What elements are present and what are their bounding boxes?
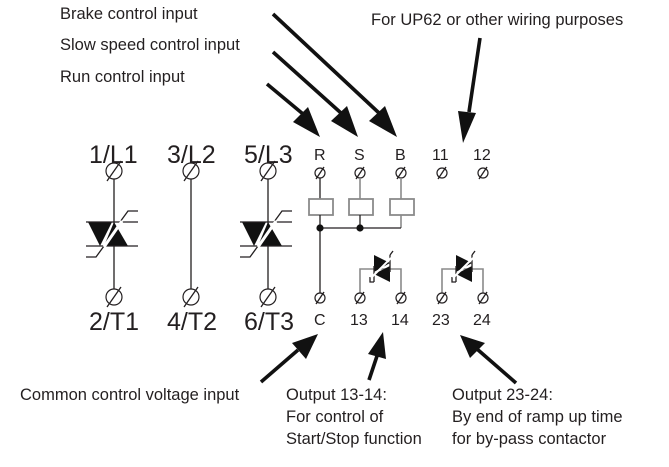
terminal-label-6-T3: 6/T3 xyxy=(244,308,294,336)
label-run-control-input: Run control input xyxy=(60,68,185,86)
relay-coil-icon xyxy=(308,198,334,216)
label-common-control-voltage-input: Common control voltage input xyxy=(20,386,240,404)
power-phase-3: 5/L3 6/T3 xyxy=(240,141,294,336)
power-phase-2: 3/L2 4/T2 xyxy=(167,141,217,336)
label-output-23-24-title: Output 23-24: xyxy=(452,386,553,404)
label-up62-wiring: For UP62 or other wiring purposes xyxy=(371,11,623,29)
label-output-23-24-line3: for by-pass contactor xyxy=(452,430,607,448)
junction-dot xyxy=(356,224,364,232)
junction-dot xyxy=(316,224,324,232)
label-brake-control-input: Brake control input xyxy=(60,5,198,23)
label-output-13-14-line2: For control of xyxy=(286,408,384,426)
screw-terminal-icon xyxy=(477,166,489,180)
terminal-label-11: 11 xyxy=(432,147,449,164)
terminal-label-C: C xyxy=(314,312,326,329)
terminal-label-12: 12 xyxy=(473,147,491,164)
arrow-brake-to-B xyxy=(271,12,397,137)
screw-terminal-icon xyxy=(436,291,448,305)
arrow-up62-to-11-12 xyxy=(458,37,482,143)
power-phase-1: 1/L1 2/T1 xyxy=(86,141,139,336)
screw-terminal-icon xyxy=(182,286,200,308)
screw-terminal-icon xyxy=(395,291,407,305)
terminal-label-2-T1: 2/T1 xyxy=(89,308,139,336)
screw-terminal-icon xyxy=(105,160,123,182)
terminal-label-R: R xyxy=(314,147,326,164)
terminal-label-14: 14 xyxy=(391,312,409,329)
terminal-label-4-T2: 4/T2 xyxy=(167,308,217,336)
screw-terminal-icon xyxy=(105,286,123,308)
label-slow-speed-control-input: Slow speed control input xyxy=(60,36,240,54)
terminal-label-13: 13 xyxy=(350,312,368,329)
screw-terminal-icon xyxy=(354,291,366,305)
thyristor-output-23-24-icon xyxy=(441,250,484,296)
screw-terminal-icon xyxy=(395,166,407,180)
arrow-common-to-C xyxy=(259,334,318,384)
relay-coil-icon xyxy=(348,198,374,216)
label-output-13-14-line3: Start/Stop function xyxy=(286,430,422,448)
screw-terminal-icon xyxy=(354,166,366,180)
label-output-23-24-line2: By end of ramp up time xyxy=(452,408,623,426)
terminal-label-23: 23 xyxy=(432,312,450,329)
antiparallel-thyristor-icon xyxy=(86,210,138,258)
antiparallel-thyristor-icon xyxy=(240,210,292,258)
screw-terminal-icon xyxy=(314,291,326,305)
relay-coil-icon xyxy=(389,198,415,216)
terminal-label-24: 24 xyxy=(473,312,491,329)
label-output-13-14-title: Output 13-14: xyxy=(286,386,387,404)
screw-terminal-icon xyxy=(314,166,326,180)
screw-terminal-icon xyxy=(477,291,489,305)
terminal-label-B: B xyxy=(395,147,406,164)
terminal-label-S: S xyxy=(354,147,365,164)
thyristor-output-13-14-icon xyxy=(359,250,402,296)
screw-terminal-icon xyxy=(436,166,448,180)
arrow-output-23-24 xyxy=(460,335,518,385)
screw-terminal-icon xyxy=(259,286,277,308)
arrow-output-13-14 xyxy=(367,332,386,381)
arrow-run-to-R xyxy=(265,82,320,137)
arrow-slow-speed-to-S xyxy=(271,50,358,137)
